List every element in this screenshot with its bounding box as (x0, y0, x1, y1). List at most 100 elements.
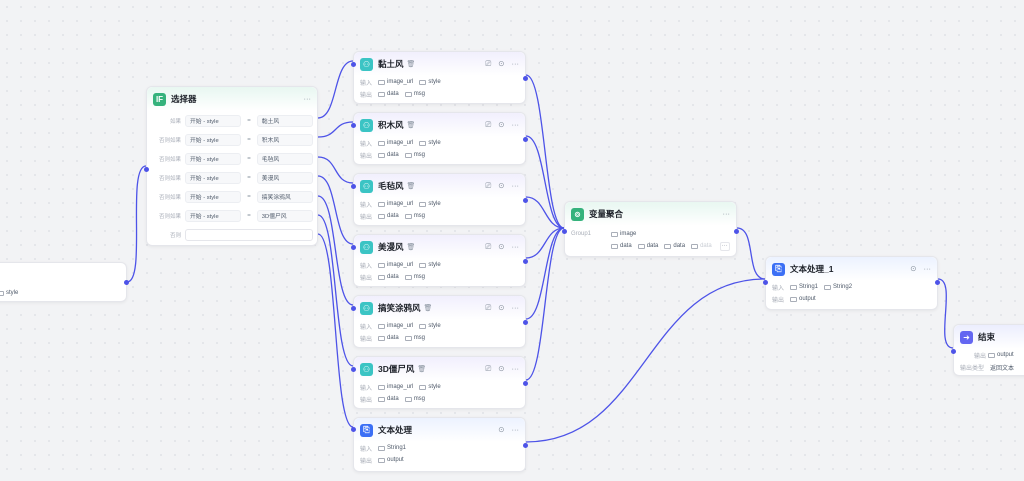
debug-icon[interactable]: ⊙ (498, 59, 505, 69)
connection-edge[interactable] (126, 165, 147, 283)
debug-icon[interactable]: ⊙ (498, 425, 505, 435)
condition-row[interactable]: 否则如果开始 - style=3D僵尸风 (147, 206, 317, 225)
text-process-1-node[interactable]: ⎘ 文本处理_1 ⊙ ··· 输入 String1 String2 输出 out… (763, 256, 940, 310)
selector-node[interactable]: IF 选择器 ··· 如果开始 - style=黏土风否则如果开始 - styl… (144, 86, 318, 246)
connection-edge[interactable] (317, 214, 354, 367)
input-handle[interactable] (351, 306, 356, 311)
breakpoint-icon[interactable]: ⎚ (485, 59, 492, 69)
connection-edge[interactable] (317, 175, 354, 245)
output-handle[interactable] (523, 198, 528, 203)
condition-row[interactable]: 否则如果开始 - style=毛毡风 (147, 149, 317, 168)
condition-left[interactable]: 开始 - style (185, 133, 242, 146)
condition-row[interactable]: 如果开始 - style=黏土风 (147, 111, 317, 130)
more-menu-icon[interactable]: ··· (303, 94, 312, 104)
breakpoint-icon[interactable]: ⎚ (485, 120, 492, 130)
condition-operator[interactable]: = (247, 174, 251, 181)
input-handle[interactable] (351, 62, 356, 67)
start-node-partial[interactable]: style (0, 262, 129, 302)
output-handle[interactable] (734, 229, 739, 234)
condition-operator[interactable]: = (247, 193, 251, 200)
condition-left[interactable]: 开始 - style (185, 190, 242, 203)
connection-edge[interactable] (525, 227, 565, 381)
input-handle[interactable] (351, 427, 356, 432)
end-node[interactable]: ➜ 结束 输出 output 输出类型 返回文本 (951, 324, 1024, 376)
condition-left[interactable]: 开始 - style (185, 209, 242, 222)
output-handle[interactable] (523, 381, 528, 386)
connection-edge[interactable] (317, 60, 354, 119)
output-handle[interactable] (523, 320, 528, 325)
more-menu-icon[interactable]: ··· (722, 209, 731, 219)
input-handle[interactable] (144, 167, 149, 172)
debug-icon[interactable]: ⊙ (498, 364, 505, 374)
condition-right[interactable]: 3D僵尸风 (256, 209, 313, 222)
condition-left[interactable]: 开始 - style (185, 152, 242, 165)
breakpoint-icon[interactable]: ⎚ (485, 181, 492, 191)
connection-edge[interactable] (937, 278, 954, 349)
trash-icon[interactable]: 🗑 (423, 305, 433, 312)
trash-icon[interactable]: 🗑 (417, 366, 427, 373)
output-handle[interactable] (124, 280, 129, 285)
condition-row[interactable]: 否则如果开始 - style=搞笑涂鸦风 (147, 187, 317, 206)
more-menu-icon[interactable]: ··· (511, 181, 520, 191)
connection-edge[interactable] (525, 196, 565, 229)
connection-edge[interactable] (317, 195, 354, 306)
debug-icon[interactable]: ⊙ (910, 264, 917, 274)
input-handle[interactable] (562, 229, 567, 234)
more-menu-icon[interactable]: ··· (511, 364, 520, 374)
connection-edge[interactable] (525, 74, 565, 229)
trash-icon[interactable]: 🗑 (406, 61, 416, 68)
condition-left[interactable]: 开始 - style (185, 114, 242, 127)
debug-icon[interactable]: ⊙ (498, 242, 505, 252)
input-handle[interactable] (351, 123, 356, 128)
condition-operator[interactable]: = (247, 155, 251, 162)
condition-operator[interactable]: = (247, 136, 251, 143)
input-handle[interactable] (351, 184, 356, 189)
connection-edge[interactable] (525, 227, 565, 259)
debug-icon[interactable]: ⊙ (498, 303, 505, 313)
trash-icon[interactable]: 🗑 (406, 122, 416, 129)
condition-right[interactable]: 搞笑涂鸦风 (256, 190, 313, 203)
input-handle[interactable] (351, 245, 356, 250)
input-handle[interactable] (351, 367, 356, 372)
connection-edge[interactable] (525, 227, 565, 320)
condition-left[interactable]: 开始 - style (185, 171, 242, 184)
connection-edge[interactable] (736, 227, 766, 280)
debug-icon[interactable]: ⊙ (498, 181, 505, 191)
trash-icon[interactable]: 🗑 (406, 183, 416, 190)
more-menu-icon[interactable]: ··· (511, 303, 520, 313)
connection-edge[interactable] (525, 135, 565, 229)
connection-edge[interactable] (317, 233, 354, 428)
more-menu-icon[interactable]: ··· (923, 264, 932, 274)
breakpoint-icon[interactable]: ⎚ (485, 303, 492, 313)
input-handle[interactable] (763, 280, 768, 285)
more-menu-icon[interactable]: ··· (511, 59, 520, 69)
condition-right[interactable]: 美漫风 (256, 171, 313, 184)
output-handle[interactable] (935, 280, 940, 285)
condition-operator[interactable]: = (247, 117, 251, 124)
more-items-button[interactable]: ··· (719, 241, 730, 251)
output-handle[interactable] (523, 76, 528, 81)
connection-edge[interactable] (317, 121, 354, 138)
condition-operator[interactable]: = (247, 212, 251, 219)
connection-edge[interactable] (525, 278, 766, 443)
debug-icon[interactable]: ⊙ (498, 120, 505, 130)
connection-edge[interactable] (317, 156, 354, 184)
output-handle[interactable] (523, 137, 528, 142)
trash-icon[interactable]: 🗑 (406, 244, 416, 251)
breakpoint-icon[interactable]: ⎚ (485, 242, 492, 252)
more-menu-icon[interactable]: ··· (511, 425, 520, 435)
output-handle[interactable] (523, 443, 528, 448)
input-handle[interactable] (951, 349, 956, 354)
condition-row[interactable]: 否则如果开始 - style=积木风 (147, 130, 317, 149)
condition-right[interactable]: 积木风 (256, 133, 313, 146)
condition-right[interactable]: 毛毡风 (256, 152, 313, 165)
condition-right[interactable]: 黏土风 (256, 114, 313, 127)
